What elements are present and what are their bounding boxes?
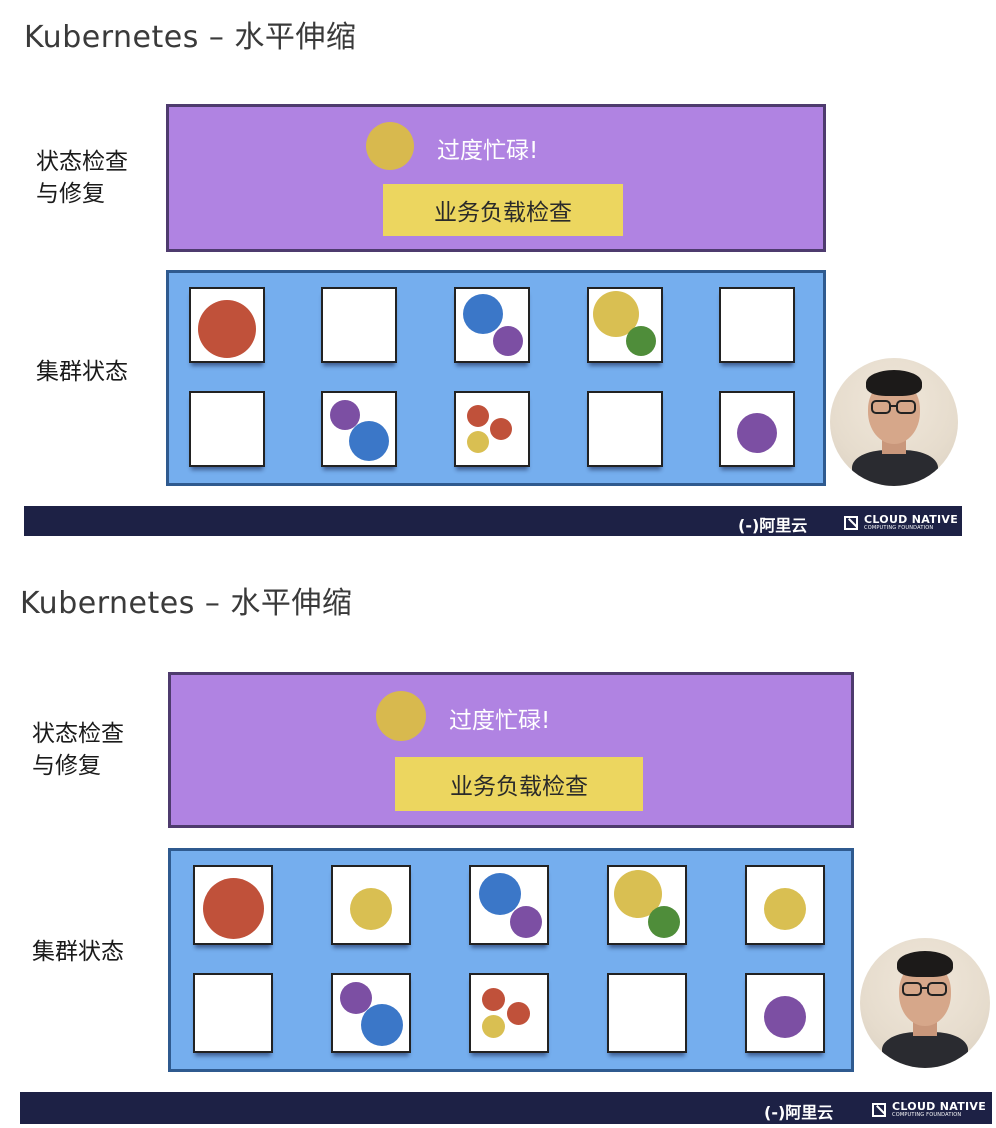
slide-1: Kubernetes – 水平伸缩 状态检查 与修复 过度忙碌! 业务负载检查 … [0, 0, 996, 540]
cncf-icon [872, 1102, 886, 1117]
node-box [719, 287, 795, 363]
busy-indicator-icon [366, 122, 414, 170]
glasses-right-lens [927, 982, 947, 996]
pod-circle [648, 906, 680, 938]
aliyun-logo: (-)阿里云 [764, 1103, 834, 1122]
pod-circle [482, 1015, 505, 1038]
pod-circle [510, 906, 542, 938]
presenter-avatar [830, 358, 958, 486]
presenter-hair [897, 951, 953, 977]
pod-circle [490, 418, 512, 440]
health-check-label: 状态检查 与修复 [36, 149, 128, 207]
node-box [454, 391, 530, 467]
cncf-main-text: CLOUD NATIVE [892, 1099, 987, 1113]
glasses-bridge [922, 987, 927, 989]
pod-circle [479, 873, 521, 915]
pod-circle [626, 326, 656, 356]
node-box [745, 973, 825, 1053]
cluster-state-label: 集群状态 [36, 359, 128, 385]
pod-circle [198, 300, 256, 358]
pod-circle [493, 326, 523, 356]
node-box [189, 391, 265, 467]
aliyun-logo: (-)阿里云 [738, 516, 808, 535]
cncf-sub-text: COMPUTING FOUNDATION [864, 524, 934, 531]
node-box [331, 865, 411, 945]
pod-circle [764, 888, 806, 930]
node-box [587, 287, 663, 363]
node-box [587, 391, 663, 467]
health-check-panel: 过度忙碌! 业务负载检查 [166, 104, 826, 252]
workload-check-box: 业务负载检查 [395, 757, 643, 811]
pod-circle [507, 1002, 530, 1025]
pod-circle [467, 431, 489, 453]
pod-circle [349, 421, 389, 461]
node-box [745, 865, 825, 945]
node-box [321, 287, 397, 363]
node-box [189, 287, 265, 363]
presenter-hair [866, 370, 922, 396]
health-check-panel: 过度忙碌! 业务负载检查 [168, 672, 854, 828]
busy-indicator-icon [376, 691, 426, 741]
presenter-body [852, 450, 938, 486]
node-box [454, 287, 530, 363]
slide-title: Kubernetes – 水平伸缩 [20, 586, 353, 621]
pod-circle [463, 294, 503, 334]
presenter-avatar [860, 938, 990, 1068]
pod-circle [764, 996, 806, 1038]
glasses-left-lens [871, 400, 891, 414]
cncf-main-text: CLOUD NATIVE [864, 512, 959, 526]
glasses-bridge [891, 405, 896, 407]
node-box [719, 391, 795, 467]
pod-circle [340, 982, 372, 1014]
node-box [331, 973, 411, 1053]
pod-circle [203, 878, 264, 939]
cncf-sub-text: COMPUTING FOUNDATION [892, 1111, 962, 1118]
pod-circle [350, 888, 392, 930]
pod-circle [482, 988, 505, 1011]
node-box [469, 865, 549, 945]
cluster-state-label: 集群状态 [32, 939, 124, 965]
health-check-label: 状态检查 与修复 [32, 721, 124, 779]
node-box [607, 865, 687, 945]
busy-text: 过度忙碌! [437, 138, 539, 164]
slide-title: Kubernetes – 水平伸缩 [24, 20, 357, 55]
node-box [193, 865, 273, 945]
pod-circle [361, 1004, 403, 1046]
busy-text: 过度忙碌! [449, 708, 551, 734]
pod-circle [467, 405, 489, 427]
workload-check-box: 业务负载检查 [383, 184, 623, 236]
glasses-left-lens [902, 982, 922, 996]
node-box [469, 973, 549, 1053]
node-box [321, 391, 397, 467]
cluster-panel [166, 270, 826, 486]
presenter-body [882, 1032, 968, 1068]
glasses-right-lens [896, 400, 916, 414]
node-box [193, 973, 273, 1053]
cncf-icon [844, 515, 858, 530]
slide-2: Kubernetes – 水平伸缩 状态检查 与修复 过度忙碌! 业务负载检查 … [0, 564, 996, 1128]
cluster-panel [168, 848, 854, 1072]
pod-circle [737, 413, 777, 453]
node-box [607, 973, 687, 1053]
